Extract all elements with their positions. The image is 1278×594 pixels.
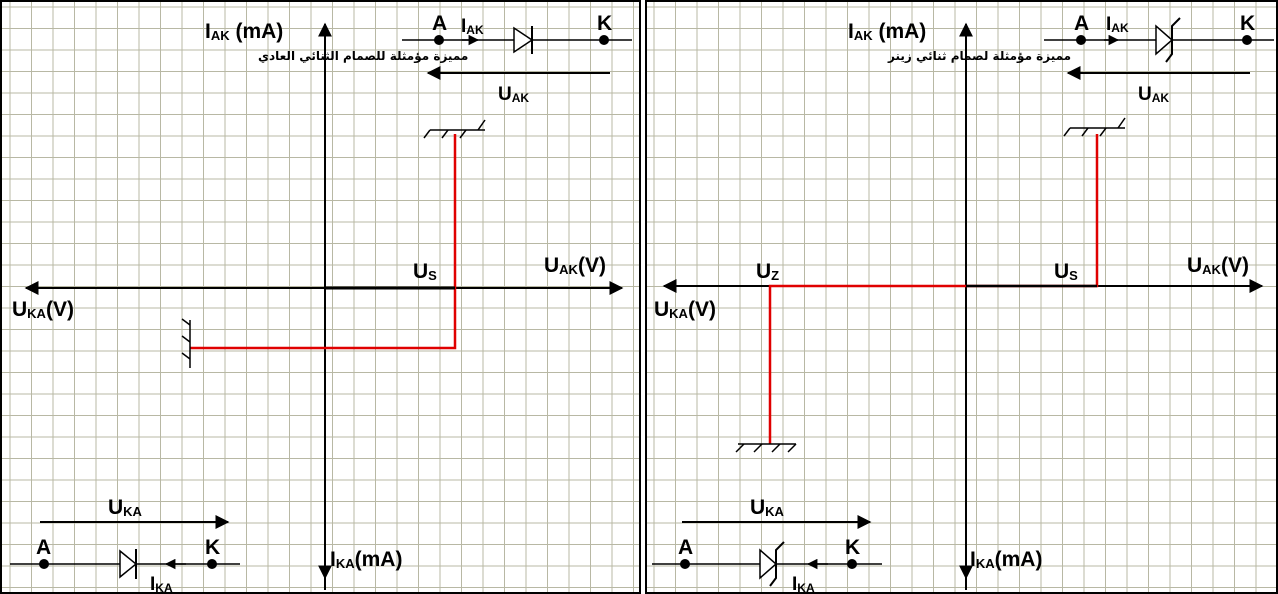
left-y-axis-top-label: IAK (mA) — [205, 20, 283, 43]
right-top-current-label: IAK — [1106, 14, 1129, 35]
right-zener-characteristic — [768, 134, 1099, 444]
zener-bar-icon — [769, 541, 785, 587]
left-top-circuit: A K IAK UAK — [402, 12, 632, 105]
zener-diode-icon — [759, 548, 778, 580]
right-top-anode-label: A — [1074, 12, 1089, 35]
left-top-cathode-dot — [599, 35, 609, 45]
left-panel-border — [0, 0, 641, 594]
left-bottom-cathode-dot — [207, 559, 217, 569]
left-caption: مميزة مؤمثلة للصمام الثنائي العادي — [258, 49, 468, 64]
right-panel-border — [645, 0, 1278, 594]
right-top-voltage-label: UAK — [1138, 84, 1169, 105]
right-caption: مميزة مؤمثلة لصمام ثنائي زينر — [887, 49, 1071, 64]
right-bottom-anode-dot — [680, 559, 690, 569]
left-top-voltage-label: UAK — [498, 84, 529, 105]
right-bottom-current-label: IKA — [792, 574, 815, 594]
left-top-anode-label: A — [432, 12, 447, 35]
zener-diode-icon — [1155, 24, 1174, 56]
right-panel: IAK (mA) IKA(mA) UAK(V) UKA(V) US UZ ممي… — [645, 0, 1278, 594]
left-bottom-anode-label: A — [36, 536, 51, 559]
left-x-axis-left-label: UKA(V) — [12, 298, 74, 321]
right-bottom-cathode-label: K — [845, 536, 860, 559]
left-x-axis-right-label: UAK(V) — [544, 254, 606, 277]
left-bottom-cathode-label: K — [205, 536, 220, 559]
right-zener-label: UZ — [756, 260, 779, 283]
left-panel: IAK (mA) IKA(mA) UAK(V) UKA(V) US مميزة … — [0, 0, 641, 594]
left-forward-hatch — [423, 119, 486, 139]
right-bottom-circuit: UKA A K IKA — [652, 496, 882, 594]
zener-bar-icon — [1165, 17, 1181, 63]
right-grid — [647, 2, 1276, 592]
right-top-cathode-label: K — [1240, 12, 1255, 35]
right-forward-hatch — [1063, 117, 1126, 137]
right-bottom-voltage-label: UKA — [750, 496, 785, 519]
left-reverse-hatch — [181, 318, 191, 368]
right-x-axis-left-label: UKA(V) — [654, 298, 716, 321]
right-y-axis-top-label: IAK (mA) — [848, 20, 926, 43]
right-x-axis-right-label: UAK(V) — [1187, 254, 1249, 277]
right-top-circuit: A K IAK UAK — [1044, 12, 1274, 105]
right-top-cathode-dot — [1242, 35, 1252, 45]
right-threshold-label: US — [1054, 260, 1078, 283]
right-bottom-anode-label: A — [678, 536, 693, 559]
right-zener-hatch — [735, 443, 797, 453]
left-bottom-current-label: IKA — [150, 574, 173, 594]
left-threshold-label: US — [413, 260, 437, 283]
left-top-current-label: IAK — [461, 16, 484, 37]
left-bottom-circuit: UKA A K IKA — [10, 496, 240, 594]
left-bottom-anode-dot — [39, 559, 49, 569]
right-y-axis-bottom-label: IKA(mA) — [970, 548, 1042, 571]
right-top-anode-dot — [1076, 35, 1086, 45]
left-reverse-characteristic — [190, 288, 457, 350]
diode-icon — [119, 549, 138, 579]
left-y-axis-bottom-label: IKA(mA) — [330, 548, 402, 571]
diode-icon — [513, 26, 534, 54]
left-bottom-voltage-label: UKA — [108, 496, 143, 519]
left-grid — [2, 2, 639, 592]
right-bottom-cathode-dot — [847, 559, 857, 569]
left-top-cathode-label: K — [597, 12, 612, 35]
left-top-anode-dot — [434, 35, 444, 45]
